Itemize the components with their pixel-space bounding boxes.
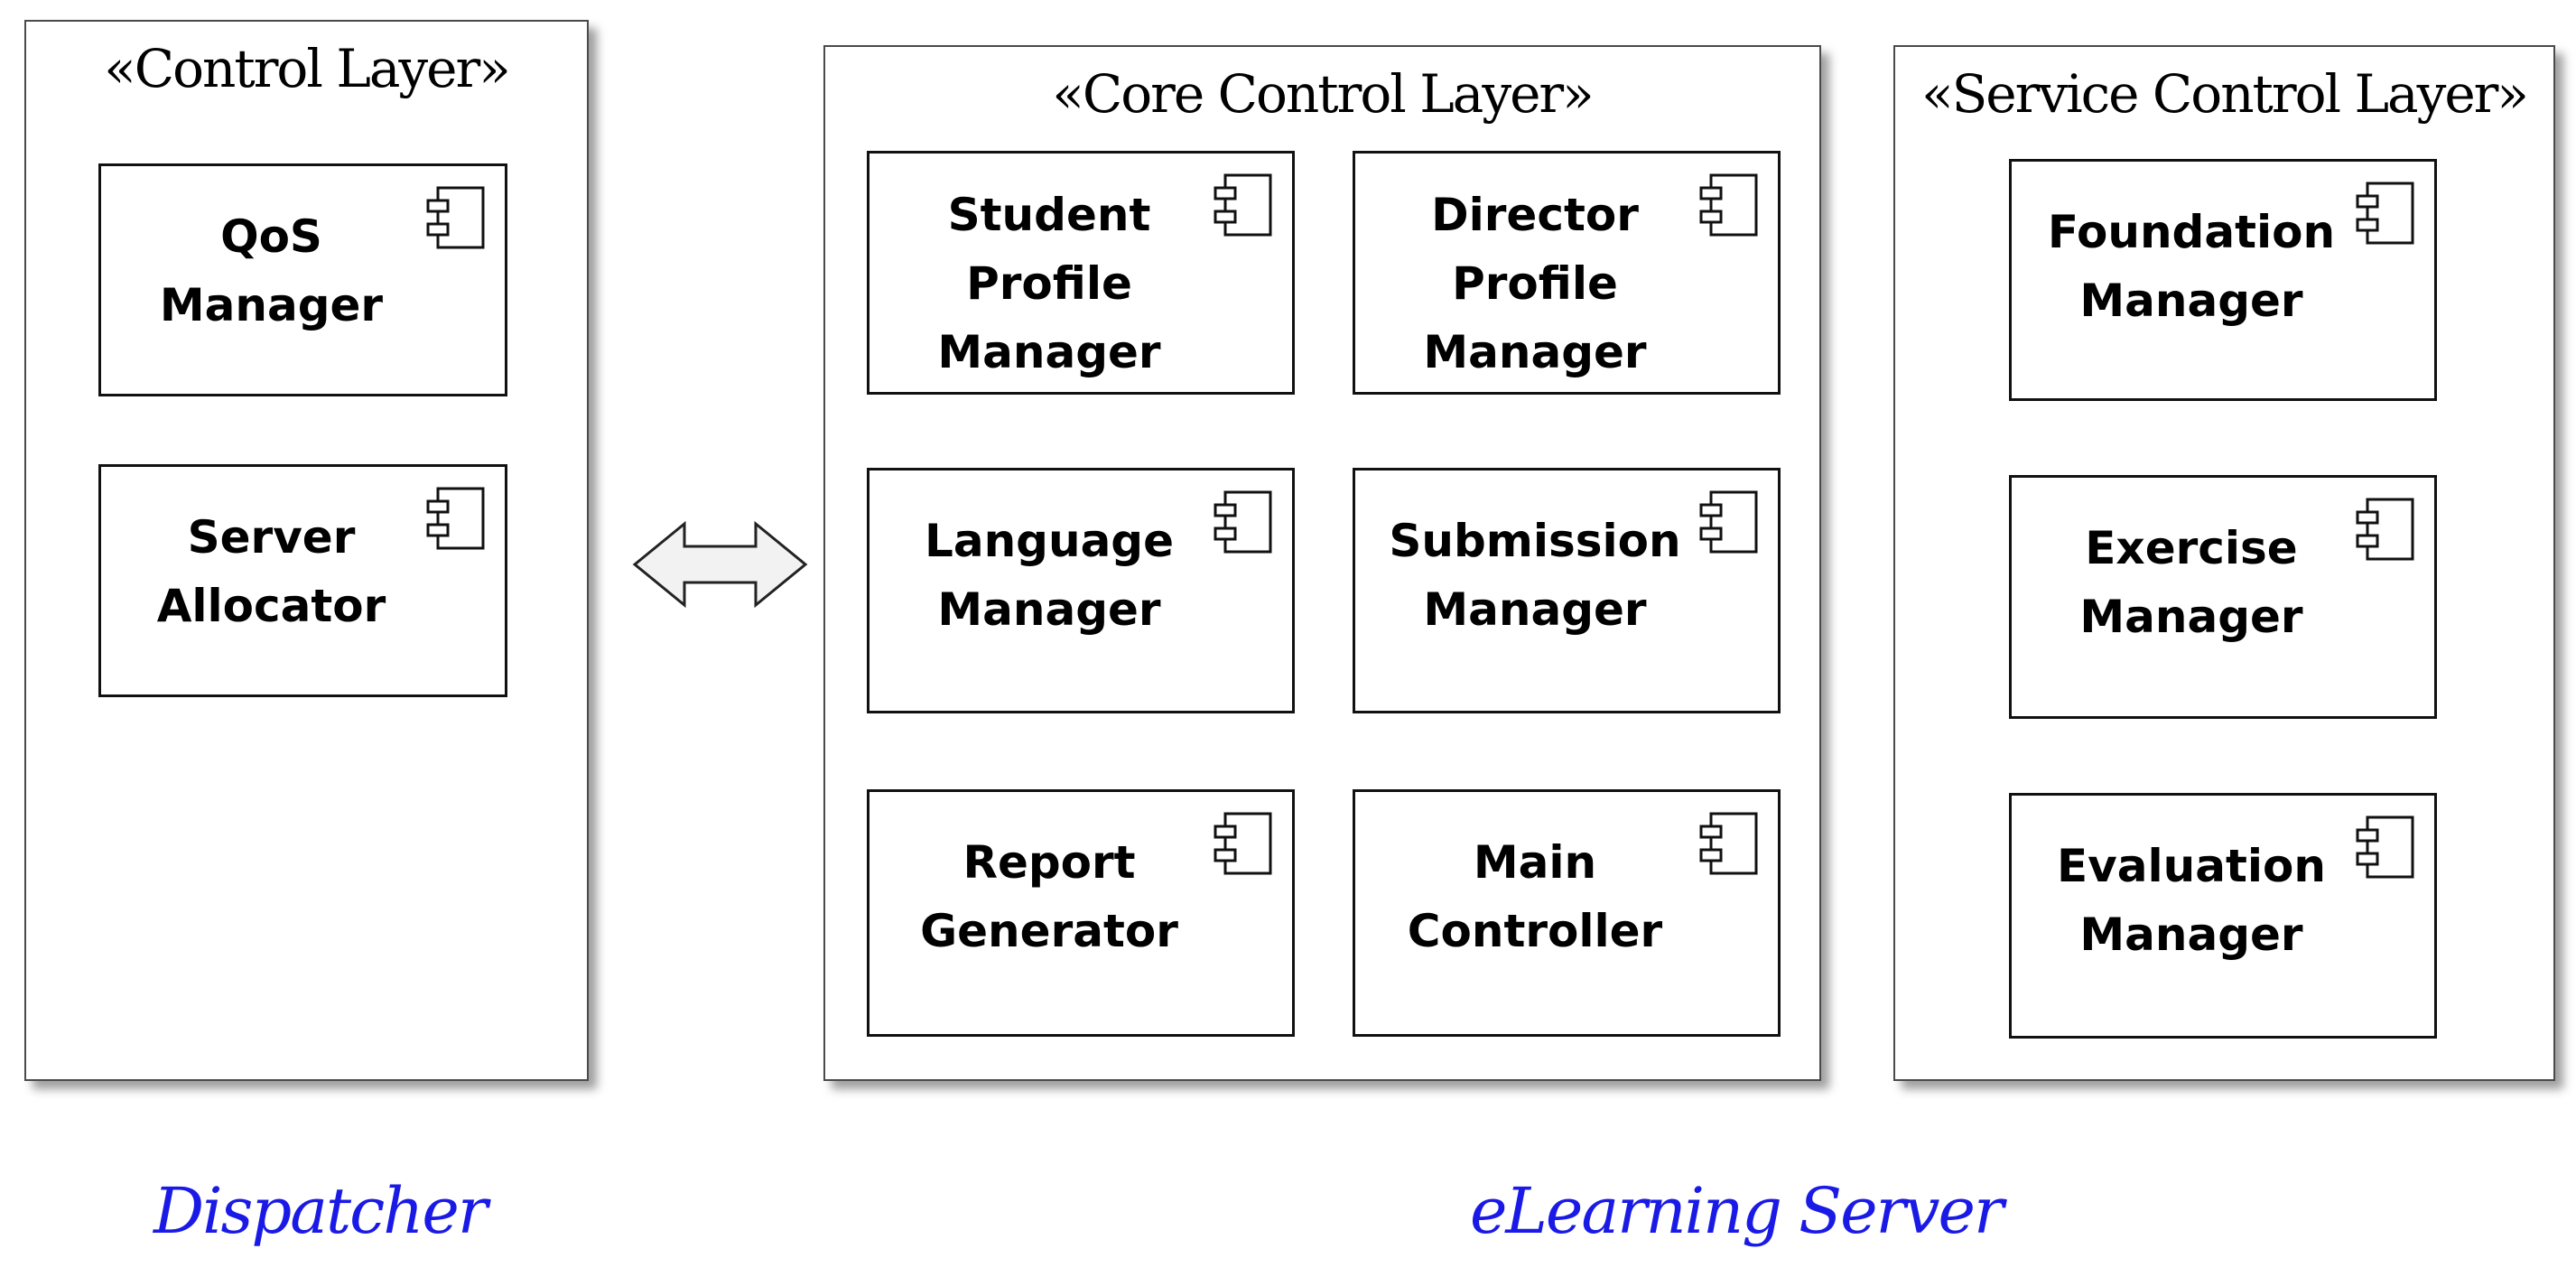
component-label: Report Generator — [920, 836, 1178, 957]
elearning-server-caption: eLearning Server — [1470, 1174, 2004, 1248]
main-controller-component[interactable]: Main Controller — [1353, 789, 1781, 1037]
report-generator-component[interactable]: Report Generator — [867, 789, 1295, 1037]
double-headed-arrow-icon — [632, 520, 808, 609]
exercise-manager-component[interactable]: Exercise Manager — [2009, 475, 2437, 719]
component-label: Exercise Manager — [2079, 522, 2303, 643]
control-layer: «Control Layer» QoS Manager Server Alloc… — [24, 20, 589, 1081]
language-manager-component[interactable]: Language Manager — [867, 468, 1295, 713]
component-label: Main Controller — [1407, 836, 1663, 957]
core-control-layer: «Core Control Layer» Student Profile Man… — [823, 45, 1821, 1081]
uml-component-icon — [1214, 812, 1272, 875]
submission-manager-component[interactable]: Submission Manager — [1353, 468, 1781, 713]
component-label: Foundation Manager — [2047, 206, 2336, 327]
component-label: Language Manager — [924, 515, 1175, 636]
uml-component-icon — [1699, 490, 1758, 554]
control-layer-title: «Control Layer» — [104, 38, 510, 99]
component-label: Submission Manager — [1389, 515, 1681, 636]
dispatcher-caption: Dispatcher — [153, 1174, 488, 1248]
component-label: Evaluation Manager — [2057, 840, 2326, 961]
qos-manager-component[interactable]: QoS Manager — [98, 163, 507, 396]
service-control-layer: «Service Control Layer» Foundation Manag… — [1893, 45, 2555, 1081]
uml-component-icon — [426, 186, 485, 249]
uml-component-icon — [1214, 490, 1272, 554]
uml-component-icon — [2356, 815, 2414, 879]
evaluation-manager-component[interactable]: Evaluation Manager — [2009, 793, 2437, 1039]
core-control-layer-title: «Core Control Layer» — [1052, 63, 1594, 125]
component-label: Director Profile Manager — [1423, 189, 1647, 378]
component-label: QoS Manager — [159, 210, 384, 331]
student-profile-manager-component[interactable]: Student Profile Manager — [867, 151, 1295, 395]
uml-component-icon — [1699, 173, 1758, 237]
uml-component-icon — [2356, 498, 2414, 561]
service-control-layer-title: «Service Control Layer» — [1921, 63, 2529, 125]
director-profile-manager-component[interactable]: Director Profile Manager — [1353, 151, 1781, 395]
uml-component-icon — [1214, 173, 1272, 237]
foundation-manager-component[interactable]: Foundation Manager — [2009, 159, 2437, 401]
uml-component-icon — [426, 487, 485, 550]
uml-component-icon — [2356, 182, 2414, 245]
uml-component-icon — [1699, 812, 1758, 875]
component-label: Server Allocator — [156, 511, 386, 632]
server-allocator-component[interactable]: Server Allocator — [98, 464, 507, 697]
component-label: Student Profile Manager — [937, 189, 1161, 378]
